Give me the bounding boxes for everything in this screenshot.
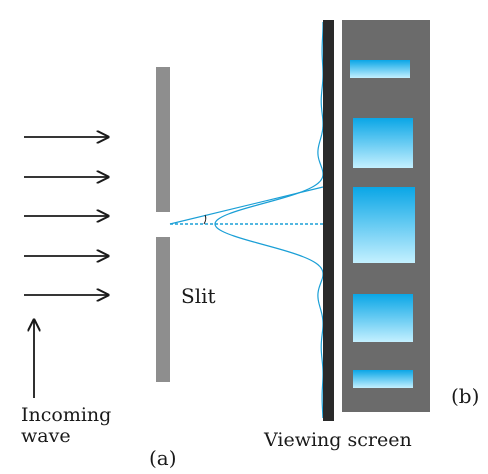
angle-arc bbox=[203, 214, 207, 225]
incoming-wave-label-line2: wave bbox=[21, 425, 71, 447]
viewing-screen-label: Viewing screen bbox=[264, 429, 412, 451]
barrier-lower bbox=[156, 237, 170, 382]
incoming-wave-arrows bbox=[24, 137, 108, 398]
fringe-lower-first bbox=[353, 294, 413, 342]
fringe-top-secondary bbox=[350, 60, 410, 78]
slit-barrier bbox=[156, 67, 170, 382]
fringe-upper-first bbox=[353, 118, 413, 168]
fringe-bottom-secondary bbox=[353, 370, 413, 388]
intensity-curve bbox=[214, 21, 324, 419]
viewing-screen bbox=[323, 20, 334, 421]
incoming-wave-label-line1: Incoming bbox=[21, 404, 112, 426]
part-b-label: (b) bbox=[451, 384, 480, 408]
slit-label: Slit bbox=[181, 284, 216, 308]
barrier-upper bbox=[156, 67, 170, 212]
diffraction-pattern-panel bbox=[342, 20, 430, 412]
fringe-central-maximum bbox=[353, 187, 415, 263]
part-a-label: (a) bbox=[149, 446, 177, 470]
incoming-wave-label: Incoming wave bbox=[21, 405, 111, 447]
